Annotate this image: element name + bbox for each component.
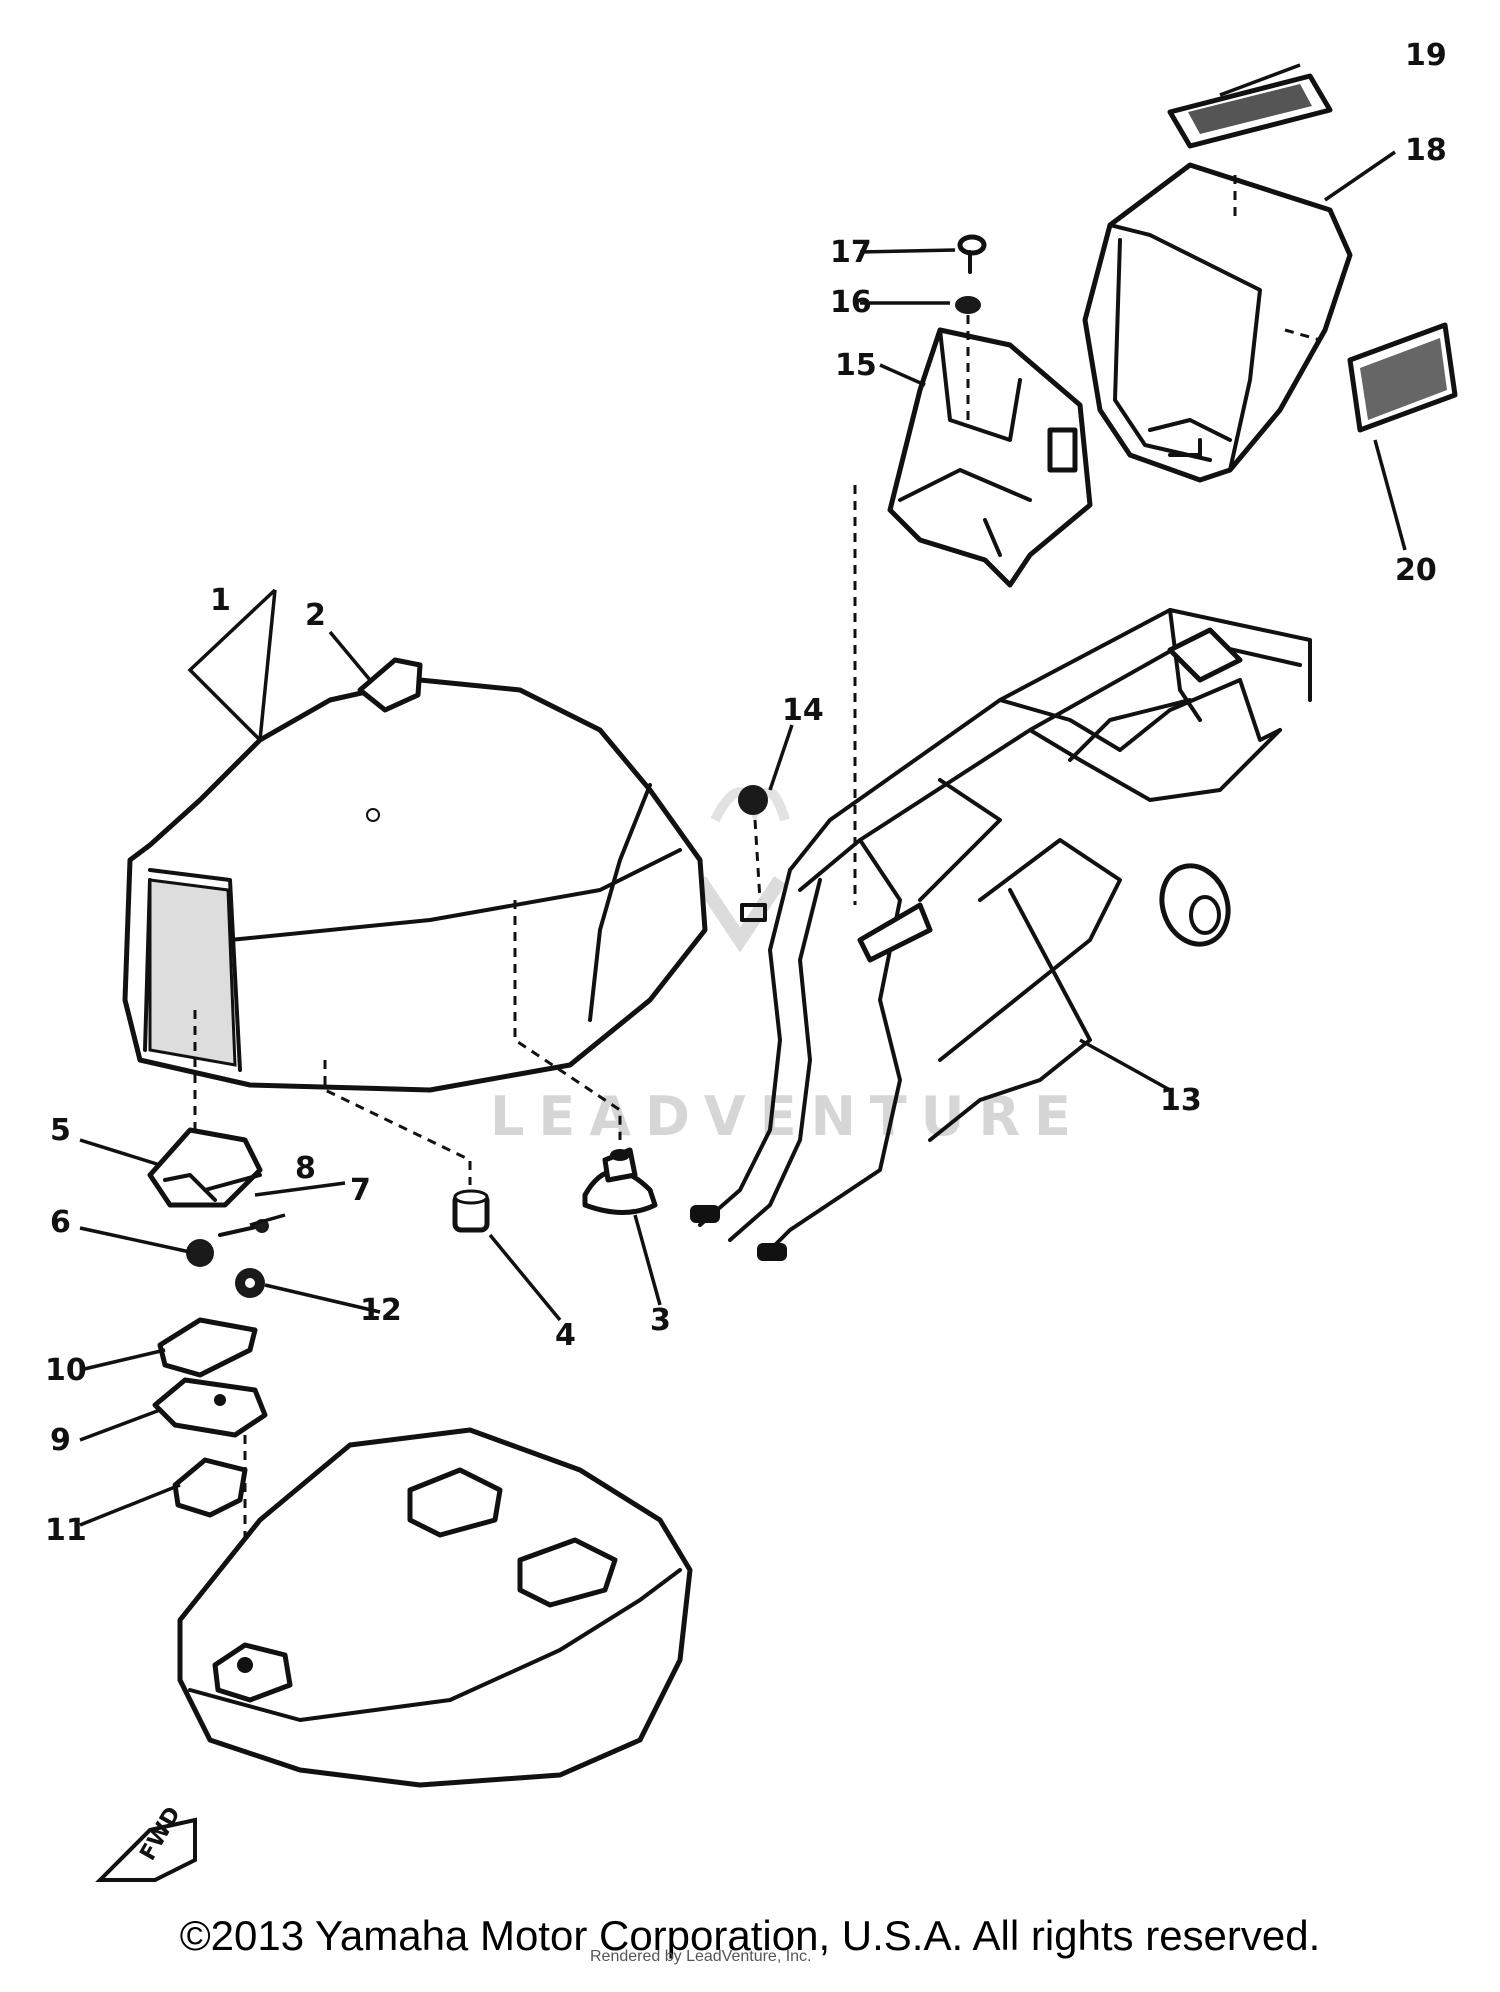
callout-4: 4 (555, 1318, 576, 1353)
callout-20: 20 (1395, 553, 1437, 588)
copyright-notice: ©2013 Yamaha Motor Corporation, U.S.A. A… (179, 1912, 1321, 1959)
part-18-rear-cover (1082, 162, 1353, 483)
fwd-arrow-icon: FWD (95, 1803, 197, 1882)
watermark-text: LEADVENTURE (490, 1085, 1085, 1148)
part-11-clip (172, 1457, 248, 1518)
callouts: 1 2 3 4 5 6 7 8 9 10 11 12 13 14 15 16 1… (45, 38, 1447, 1548)
callout-3: 3 (650, 1303, 671, 1338)
callout-19: 19 (1405, 38, 1447, 73)
callout-16: 16 (830, 285, 872, 320)
part-1-seat (122, 677, 708, 1093)
callout-12: 12 (360, 1293, 402, 1328)
callout-5: 5 (50, 1113, 71, 1148)
part-13-frame (690, 608, 1312, 1261)
callout-11: 11 (45, 1513, 87, 1548)
callout-17: 17 (830, 235, 872, 270)
part-15-bracket (887, 327, 1093, 588)
callout-13: 13 (1160, 1083, 1202, 1118)
part-12-washer (235, 1268, 265, 1298)
part-14-bolt (738, 785, 768, 922)
seat-base (177, 1427, 693, 1788)
render-credit: Rendered by LeadVenture, Inc. (590, 1948, 812, 1965)
callout-18: 18 (1405, 133, 1447, 168)
callout-14: 14 (782, 693, 824, 728)
callout-9: 9 (50, 1423, 71, 1458)
part-3-grommet (582, 1147, 658, 1215)
callout-6: 6 (50, 1205, 71, 1240)
leader-lines (79, 63, 1407, 1527)
part-19-decal (1167, 73, 1333, 149)
part-6-nut (186, 1239, 214, 1267)
callout-8: 8 (295, 1151, 316, 1186)
part-20-decal (1347, 322, 1458, 433)
part-10-plate (157, 1317, 258, 1378)
part-2-cap (357, 657, 423, 713)
callout-10: 10 (45, 1353, 87, 1388)
part-8-pin (203, 1173, 262, 1192)
callout-7: 7 (350, 1173, 371, 1208)
part-17-bolt (957, 234, 987, 274)
callout-2: 2 (305, 598, 326, 633)
part-5-hinge (147, 1127, 263, 1208)
part-16-washer (955, 296, 981, 314)
watermark: LEADVENTURE (490, 787, 1085, 1148)
part-9-hinge-lower (152, 1377, 268, 1438)
part-4-spacer (452, 1189, 490, 1233)
callout-1: 1 (210, 583, 231, 618)
callout-15: 15 (835, 348, 877, 383)
